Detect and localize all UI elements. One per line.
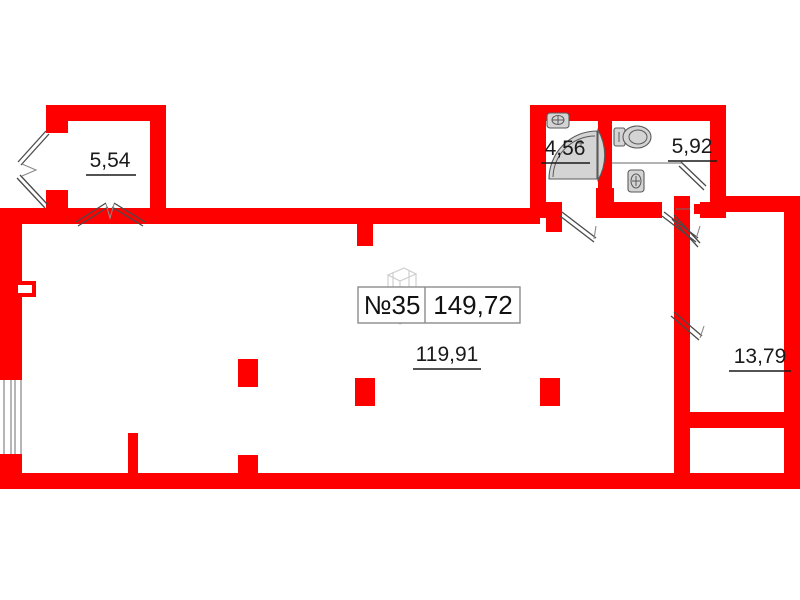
wall-side-room-step-leg <box>676 420 690 476</box>
door-hinge-mark-bottom <box>105 203 115 221</box>
column-1 <box>238 359 258 387</box>
wall-bottom-stub-b <box>238 455 258 475</box>
area-label-side-room: 13,79 <box>734 345 787 368</box>
door-leaf-bottom-a2 <box>77 206 109 227</box>
wall-side-room-left-upper <box>674 212 690 412</box>
wall-side-room-left-nub <box>674 196 690 224</box>
shower-tray-body <box>548 130 598 180</box>
door-leaf-wc-int-1 <box>680 161 707 187</box>
wc-interior-door <box>612 161 707 191</box>
area-label-main-hall: 119,91 <box>416 343 479 366</box>
shower-tray-inner-arc <box>552 135 596 178</box>
wall-bottom-stub-a <box>128 433 138 475</box>
unit-label-box: №35 149,72 <box>357 286 521 324</box>
door-leaf-wc-2 <box>661 215 697 243</box>
wall-vestibule-right <box>150 105 166 215</box>
wall-bath-left-dropleg <box>546 202 562 232</box>
door-leaf-lower-a <box>19 174 49 206</box>
wall-vestibule-top-left-nub <box>46 105 68 133</box>
side-room-door-jamb <box>694 204 714 214</box>
door-swing-wc <box>695 225 701 240</box>
area-label-entrance-vestibule: 5,54 <box>90 149 131 172</box>
wall-exterior-right <box>784 196 800 488</box>
door-leaf-shower-2 <box>559 215 595 243</box>
wall-bath-block-right <box>710 105 726 218</box>
wall-bath-block-top <box>530 105 726 121</box>
side-room-door-left <box>670 311 705 341</box>
wall-exterior-bottom <box>0 473 690 489</box>
column-3 <box>540 378 560 406</box>
wall-structure <box>0 105 800 489</box>
toilet-bowl-icon <box>613 125 652 149</box>
wall-bath-mid-nub <box>596 188 614 218</box>
wall-exterior-bottom-right <box>674 473 800 489</box>
wall-hall-top-main <box>150 208 540 224</box>
door-leaf-side-left-2 <box>670 315 700 341</box>
area-label-bathroom-shower: 4,56 <box>545 137 586 160</box>
basin-bowl-2 <box>630 173 642 189</box>
door-leaf-upper-a <box>17 130 47 163</box>
structural-columns <box>238 359 560 406</box>
door-swing-side-left <box>699 325 705 339</box>
unit-total-area-text: 149,72 <box>433 290 513 320</box>
vestibule-double-door-bottom <box>75 202 146 227</box>
wall-window-sill-bottom <box>0 452 22 460</box>
door-leaf-side-top-1 <box>673 214 701 244</box>
area-label-bathroom-wc: 5,92 <box>672 135 713 158</box>
unit-label-box-frame <box>357 286 521 324</box>
washbasin-shower-room-icon <box>546 112 570 129</box>
wall-exterior-left-upper <box>0 208 22 380</box>
side-room-door-top <box>671 204 714 248</box>
wall-side-room-step <box>674 412 790 428</box>
exterior-window-left <box>0 380 22 454</box>
door-leaf-side-left-1 <box>673 311 703 337</box>
corner-shower-tray-icon <box>548 127 606 183</box>
washbasin-wc-room-icon <box>627 169 645 193</box>
wall-window-sill-top <box>0 372 22 382</box>
door-hinge-mark-left <box>21 163 38 177</box>
door-leaf-lower-b <box>16 177 46 209</box>
door-leaf-bottom-b1 <box>113 202 146 223</box>
column-2 <box>355 378 375 406</box>
shower-room-door <box>559 211 597 243</box>
wall-vestibule-top <box>46 105 166 121</box>
door-leaf-upper-b <box>20 133 50 166</box>
entrance-double-door-left <box>16 130 50 209</box>
door-leaf-side-top-2 <box>671 218 699 248</box>
door-leaf-shower-1 <box>561 211 597 239</box>
door-leaf-bottom-a1 <box>75 202 107 223</box>
door-leaf-bottom-b2 <box>111 206 144 227</box>
door-leaf-wc-int-2 <box>678 165 705 191</box>
wall-side-room-top <box>710 196 800 212</box>
wall-left-niche-void <box>18 285 32 293</box>
wall-bath-block-left <box>530 105 546 218</box>
shower-tray-outline-base <box>597 127 606 183</box>
wc-room-door <box>661 211 701 243</box>
room-area-labels: 5,54 4,56 5,92 119,91 13,79 <box>86 135 791 372</box>
unit-number-text: №35 <box>364 290 421 320</box>
door-swing-shower <box>593 225 597 240</box>
door-leaf-wc-1 <box>663 211 699 239</box>
wall-hall-top-pilaster <box>357 224 373 246</box>
wc-bowl-inner <box>628 129 648 145</box>
